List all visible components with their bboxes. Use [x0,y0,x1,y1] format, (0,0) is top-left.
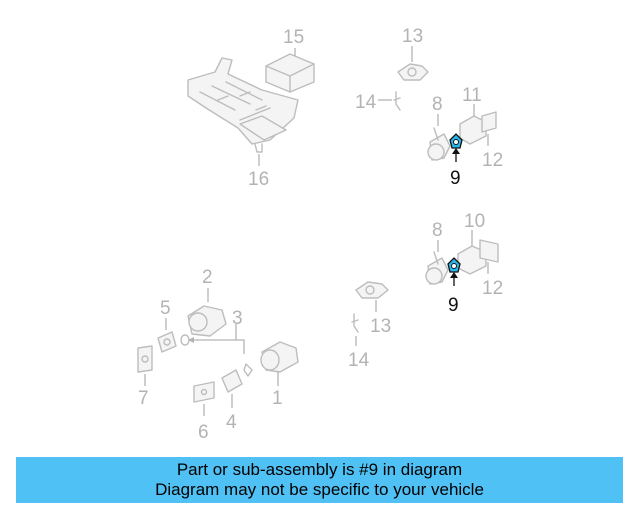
callout-1: 1 [272,388,283,409]
sensor-mount-part [397,63,429,81]
mounting-pad-part [137,345,153,373]
callout-5: 5 [160,298,171,319]
callout-8: 8 [432,220,443,241]
callout-14: 14 [355,92,377,113]
callout-6: 6 [198,422,209,443]
callout-15: 15 [283,27,304,48]
callout-3: 3 [232,308,243,329]
arrowhead [188,337,194,343]
parking-sensor-part [427,127,451,161]
arrowhead [452,148,460,154]
camera-sensor-part [187,305,227,337]
callout-2: 2 [202,267,213,288]
sensor-mount-part [355,281,389,299]
callout-12: 12 [482,278,503,299]
callout-13: 13 [402,26,423,47]
sensor-retaining-clip-highlighted [447,257,461,273]
retaining-clip-part [351,313,359,333]
sensor-ring-part [157,331,177,353]
adhesive-pad-part [479,239,499,263]
control-module-part [265,53,315,93]
arrowhead [450,272,458,278]
callout-7: 7 [138,388,149,409]
callout-13: 13 [370,316,391,337]
parking-sensor-part [425,251,449,285]
bracket-tray-part [187,57,299,153]
callout-9: 9 [450,168,461,189]
sensor-retaining-clip-highlighted [449,133,463,149]
callout-14: 14 [348,350,370,371]
callout-8: 8 [432,94,443,115]
callout-10: 10 [464,211,485,232]
banner-line-1: Part or sub-assembly is #9 in diagram [176,460,463,479]
parts-diagram: 15 16 13 14 8 11 12 9 8 1 [137,26,503,443]
banner-line-2: Diagram may not be specific to your vehi… [155,480,484,499]
callout-9: 9 [448,295,459,316]
parking-sensor-part [260,341,299,373]
info-banner: Part or sub-assembly is #9 in diagram Di… [16,457,623,503]
small-ring-part [180,334,190,346]
callout-12: 12 [482,150,503,171]
retaining-clip-part [393,91,401,111]
leader-line [190,324,245,354]
callout-4: 4 [226,412,237,433]
callout-11: 11 [462,85,482,106]
adhesive-pad-part [481,111,497,133]
sensor-bracket-part [221,363,253,393]
callout-16: 16 [248,169,269,190]
adhesive-pad-part [193,381,215,403]
